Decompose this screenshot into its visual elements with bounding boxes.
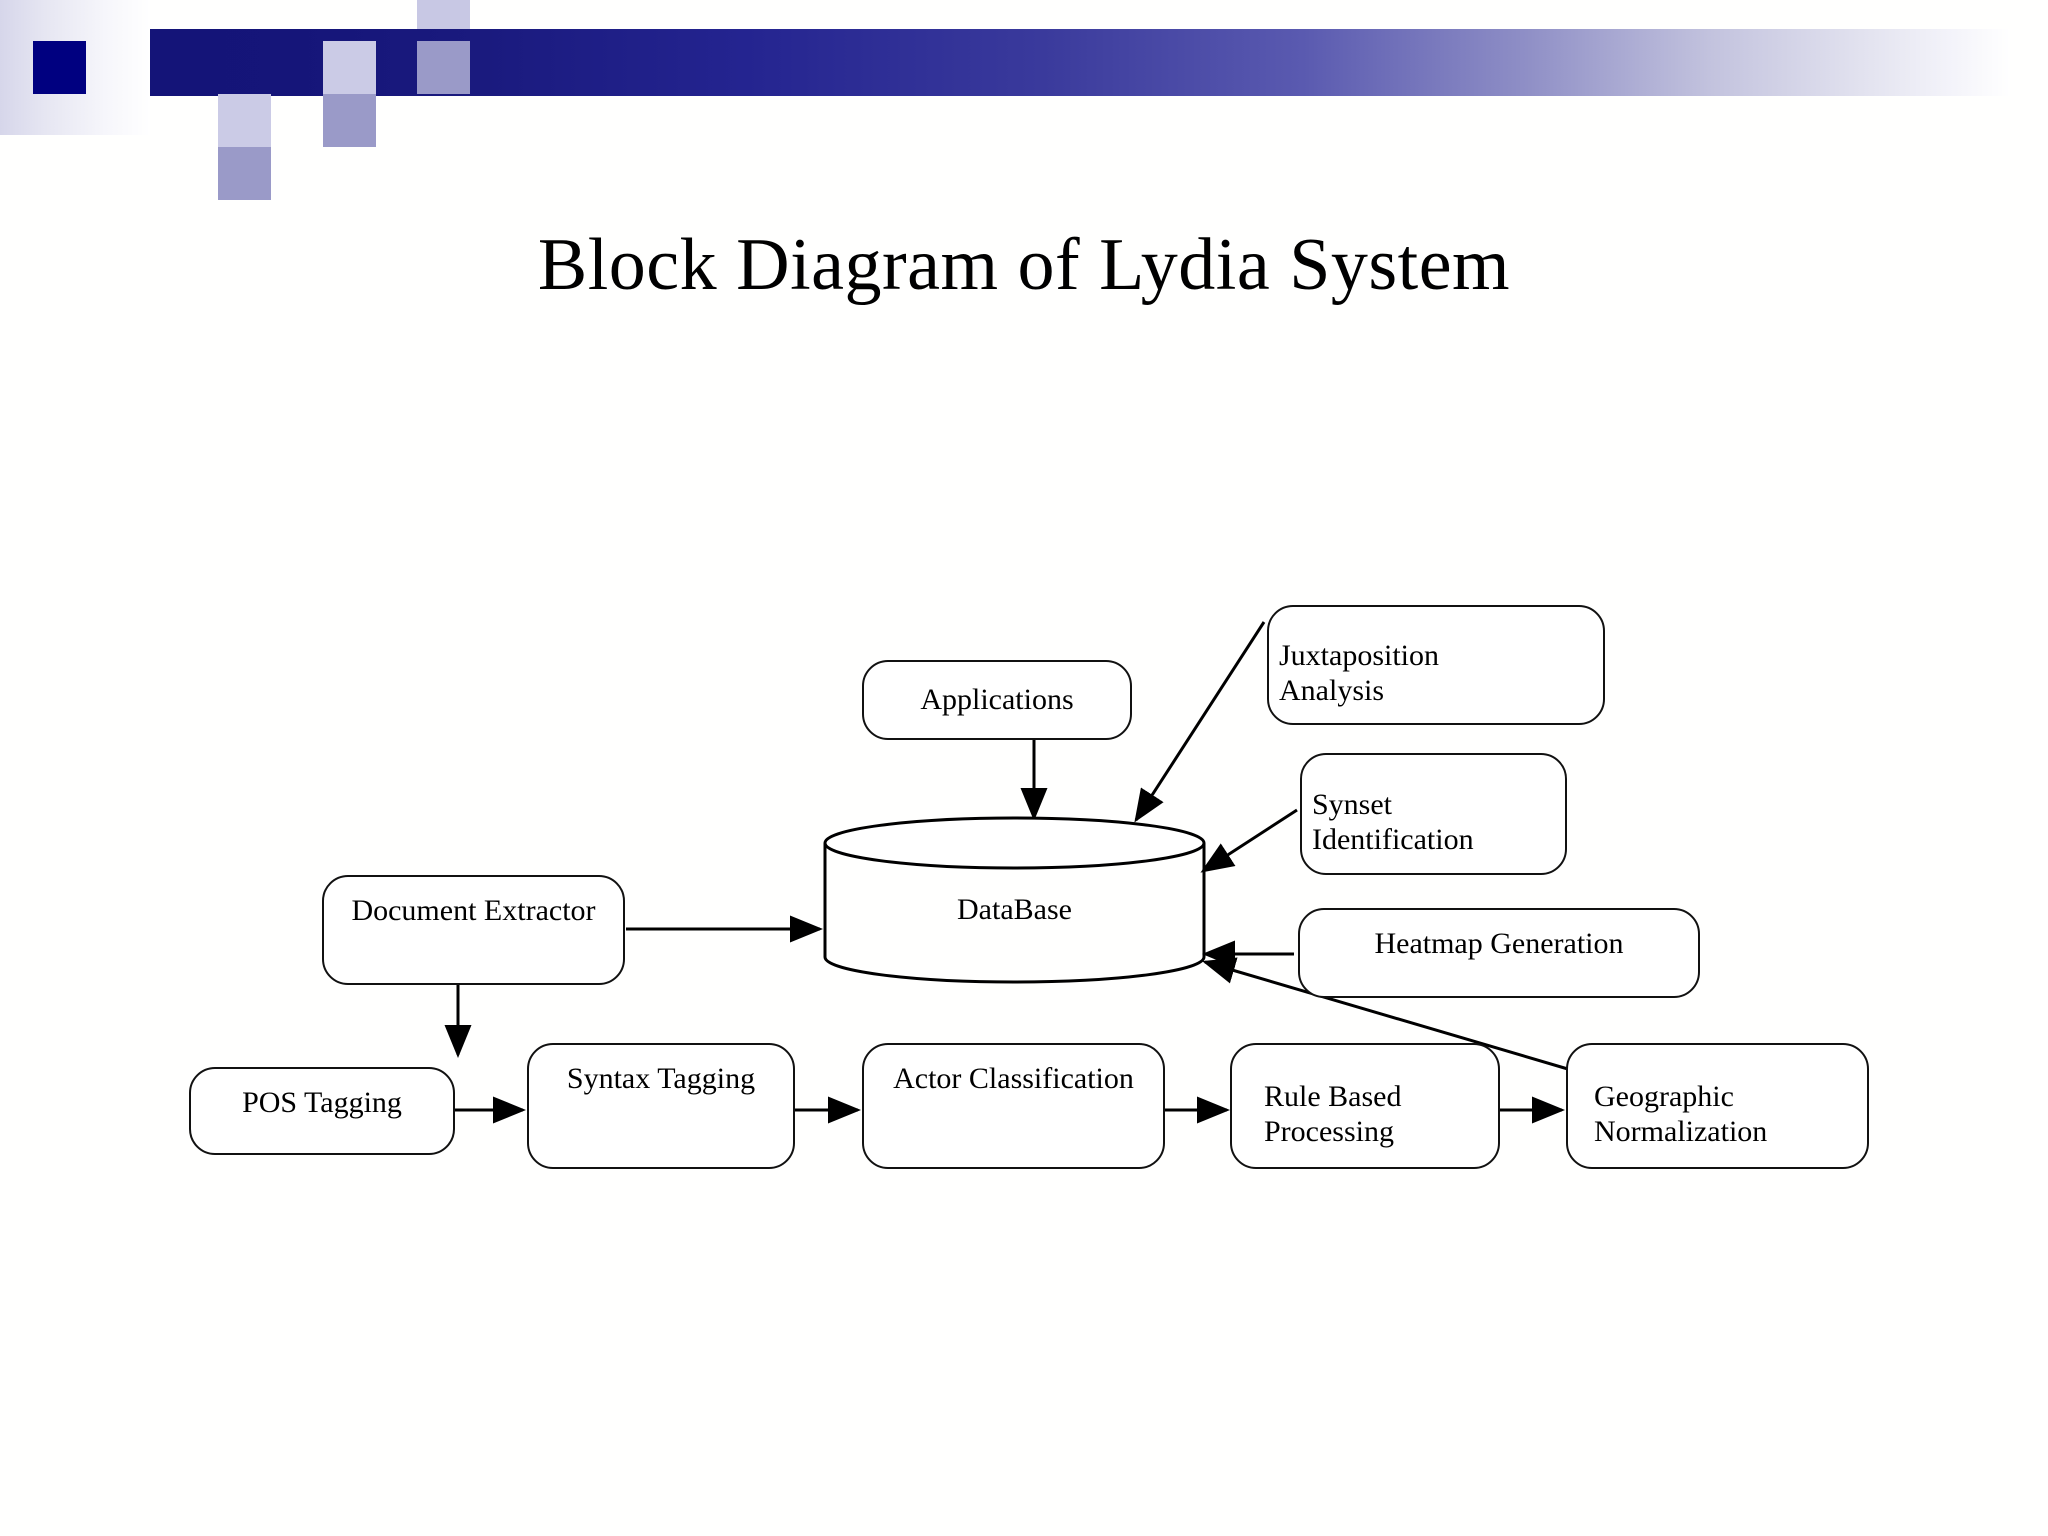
mid-square-b xyxy=(323,94,376,147)
node-heatmap-label: Heatmap Generation xyxy=(1374,927,1624,960)
node-synset-line1: Synset xyxy=(1312,787,1393,821)
node-juxtaposition-line1: Juxtaposition xyxy=(1279,638,1440,672)
node-pos-tagging-label: POS Tagging xyxy=(242,1086,402,1119)
node-juxtaposition-analysis[interactable]: Juxtaposition Analysis xyxy=(1267,605,1605,725)
node-pos-tagging[interactable]: POS Tagging xyxy=(189,1067,455,1155)
mid-square-a xyxy=(417,41,470,94)
node-actor-classification[interactable]: Actor Classification xyxy=(862,1043,1165,1169)
node-applications-label: Applications xyxy=(920,683,1074,717)
node-geographic-normalization[interactable]: Geographic Normalization xyxy=(1566,1043,1869,1169)
node-applications[interactable]: Applications xyxy=(862,660,1132,740)
node-syntax-tagging-label: Syntax Tagging xyxy=(566,1062,756,1095)
edge-synset-database xyxy=(1200,808,1298,873)
node-document-extractor[interactable]: Document Extractor xyxy=(322,875,625,985)
slide-title: Block Diagram of Lydia System xyxy=(537,224,1511,306)
node-rule-based-processing[interactable]: Rule Based Processing xyxy=(1230,1043,1500,1169)
light-square-b xyxy=(218,94,271,147)
node-actor-classification-label: Actor Classification xyxy=(893,1062,1134,1095)
node-heatmap-generation[interactable]: Heatmap Generation xyxy=(1298,908,1700,998)
node-geographic-line1: Geographic xyxy=(1594,1079,1734,1113)
navy-square xyxy=(33,41,86,94)
edge-juxtaposition-database xyxy=(1134,621,1266,823)
node-database[interactable]: DataBase xyxy=(822,815,1207,985)
node-database-label: DataBase xyxy=(957,893,1072,926)
node-synset-identification[interactable]: Synset Identification xyxy=(1300,753,1567,875)
node-rule-line2: Processing xyxy=(1264,1115,1394,1148)
node-juxtaposition-line2: Analysis xyxy=(1279,674,1384,707)
mid-square-c xyxy=(218,147,271,200)
header-decoration xyxy=(0,0,2048,200)
node-geographic-line2: Normalization xyxy=(1594,1115,1768,1148)
node-document-extractor-label: Document Extractor xyxy=(351,894,596,927)
node-rule-line1: Rule Based xyxy=(1264,1079,1402,1113)
node-syntax-tagging[interactable]: Syntax Tagging xyxy=(527,1043,795,1169)
node-synset-line2: Identification xyxy=(1312,823,1474,856)
light-square-a xyxy=(323,41,376,94)
